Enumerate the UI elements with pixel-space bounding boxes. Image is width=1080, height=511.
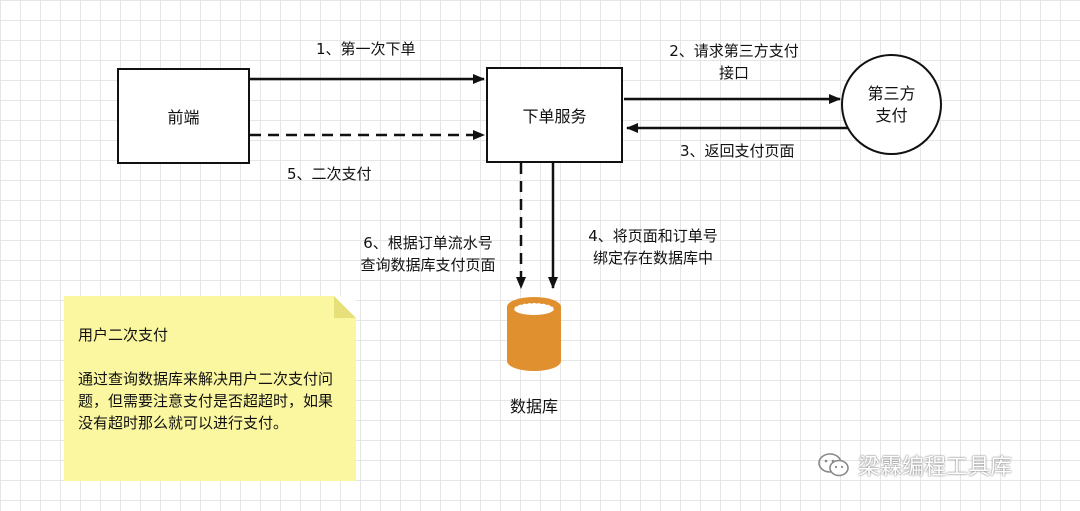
note-fold [334,296,356,318]
third-party-label: 第三方 支付 [867,83,916,125]
watermark-text: 梁霖编程工具库 [858,455,1013,480]
note-title: 用户二次支付 [78,326,169,344]
frontend-label: 前端 [167,108,200,127]
edge-label-second-payment: 5、二次支付 [287,165,372,183]
database-icon [507,297,561,371]
edge-label-query-db: 6、根据订单流水号 查询数据库支付页面 [360,234,496,274]
edge-label-request-third-party: 2、请求第三方支付 接口 [669,42,799,82]
wechat-icon [818,453,849,477]
watermark: 梁霖编程工具库 [818,449,1012,481]
edge-label-return-pay-page: 3、返回支付页面 [680,142,795,160]
frontend-node: 前端 [117,68,250,164]
note-body: 通过查询数据库来解决用户二次支付问题，但需要注意支付是否超超时，如果没有超时那么… [78,370,334,432]
order-service-node: 下单服务 [486,67,623,163]
third-party-payment-node: 第三方 支付 [841,54,942,155]
edge-label-first-order: 1、第一次下单 [316,40,416,58]
edge-label-bind-store-db: 4、将页面和订单号 绑定存在数据库中 [588,227,718,267]
database-label: 数据库 [510,397,559,416]
sticky-note: 用户二次支付 通过查询数据库来解决用户二次支付问题，但需要注意支付是否超超时，如… [64,296,356,481]
order-service-label: 下单服务 [522,107,587,126]
